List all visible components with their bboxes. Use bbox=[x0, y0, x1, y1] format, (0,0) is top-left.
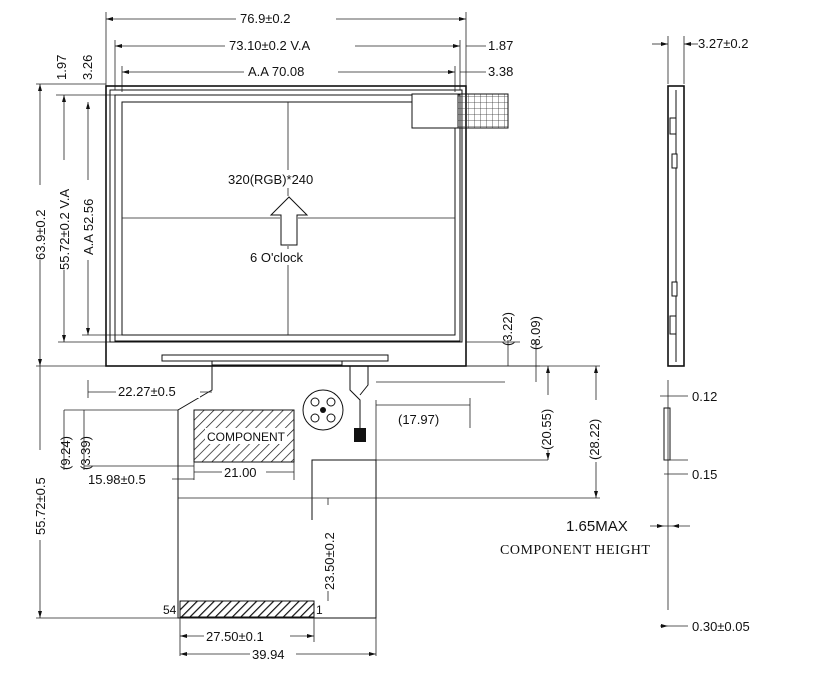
dim-active-area-height: A.A 52.56 bbox=[81, 199, 96, 255]
dim-3-22: (3.22) bbox=[500, 312, 515, 346]
dim-active-area-width: A.A 70.08 bbox=[248, 64, 304, 79]
screen-orientation: 6 O'clock bbox=[250, 250, 304, 265]
dim-9-24: (9.24) bbox=[58, 436, 73, 470]
dim-right-1: 1.87 bbox=[488, 38, 513, 53]
dim-39-94: 39.94 bbox=[252, 647, 285, 662]
dim-21-00: 21.00 bbox=[224, 465, 257, 480]
left-dimensions: 63.9±0.2 55.72±0.2 V.A A.A 52.56 bbox=[32, 84, 122, 367]
dim-0-12: 0.12 bbox=[692, 389, 717, 404]
dim-left-2: 3.26 bbox=[80, 55, 95, 80]
dim-0-30: 0.30±0.05 bbox=[692, 619, 750, 634]
dim-15-98: 15.98±0.5 bbox=[88, 472, 146, 487]
dim-component-max: 1.65MAX bbox=[566, 518, 628, 535]
dim-22-27: 22.27±0.5 bbox=[118, 384, 176, 399]
dim-55-72-tail: 55.72±0.5 bbox=[33, 477, 48, 535]
side-view: 3.27±0.2 0.12 0.15 1.65MAX COMPONENT HEI… bbox=[500, 36, 750, 634]
dim-27-50: 27.50±0.1 bbox=[206, 629, 264, 644]
dim-view-area-width: 73.10±0.2 V.A bbox=[229, 38, 310, 53]
component-height-label: COMPONENT HEIGHT bbox=[500, 543, 650, 558]
top-dimensions: 76.9±0.2 73.10±0.2 V.A A.A 70.08 1.87 3.… bbox=[36, 11, 513, 96]
dim-left-1: 1.97 bbox=[54, 55, 69, 80]
pin-1-label: 1 bbox=[316, 603, 323, 617]
dim-0-15: 0.15 bbox=[692, 467, 717, 482]
dim-28-22: (28.22) bbox=[587, 419, 602, 460]
fpc-outline: COMPONENT 54 1 bbox=[163, 361, 600, 619]
fpc-dimensions: 55.72±0.5 22.27±0.5 (9.24) (3.39) 15.98±… bbox=[32, 312, 602, 662]
component-label: COMPONENT bbox=[207, 430, 286, 444]
dim-thickness: 3.27±0.2 bbox=[698, 36, 749, 51]
screen-resolution: 320(RGB)*240 bbox=[228, 172, 313, 187]
dim-8-09: (8.09) bbox=[528, 316, 543, 350]
lcd-panel: 320(RGB)*240 6 O'clock bbox=[105, 85, 509, 367]
component-area: COMPONENT bbox=[193, 409, 295, 463]
screen-label-bg bbox=[222, 170, 344, 188]
dim-outline-width: 76.9±0.2 bbox=[240, 11, 291, 26]
pin-54-label: 54 bbox=[163, 603, 177, 617]
dim-outline-height: 63.9±0.2 bbox=[33, 209, 48, 260]
dim-20-55: (20.55) bbox=[539, 409, 554, 450]
dim-view-area-height: 55.72±0.2 V.A bbox=[57, 189, 72, 270]
up-arrow-icon bbox=[269, 196, 309, 246]
pin-hatch bbox=[179, 600, 315, 618]
dim-17-97: (17.97) bbox=[398, 412, 439, 427]
dim-23-50: 23.50±0.2 bbox=[322, 532, 337, 590]
connector-holes bbox=[302, 389, 344, 431]
dim-right-2: 3.38 bbox=[488, 64, 513, 79]
dim-3-39: (3.39) bbox=[78, 436, 93, 470]
small-chip bbox=[354, 428, 366, 442]
